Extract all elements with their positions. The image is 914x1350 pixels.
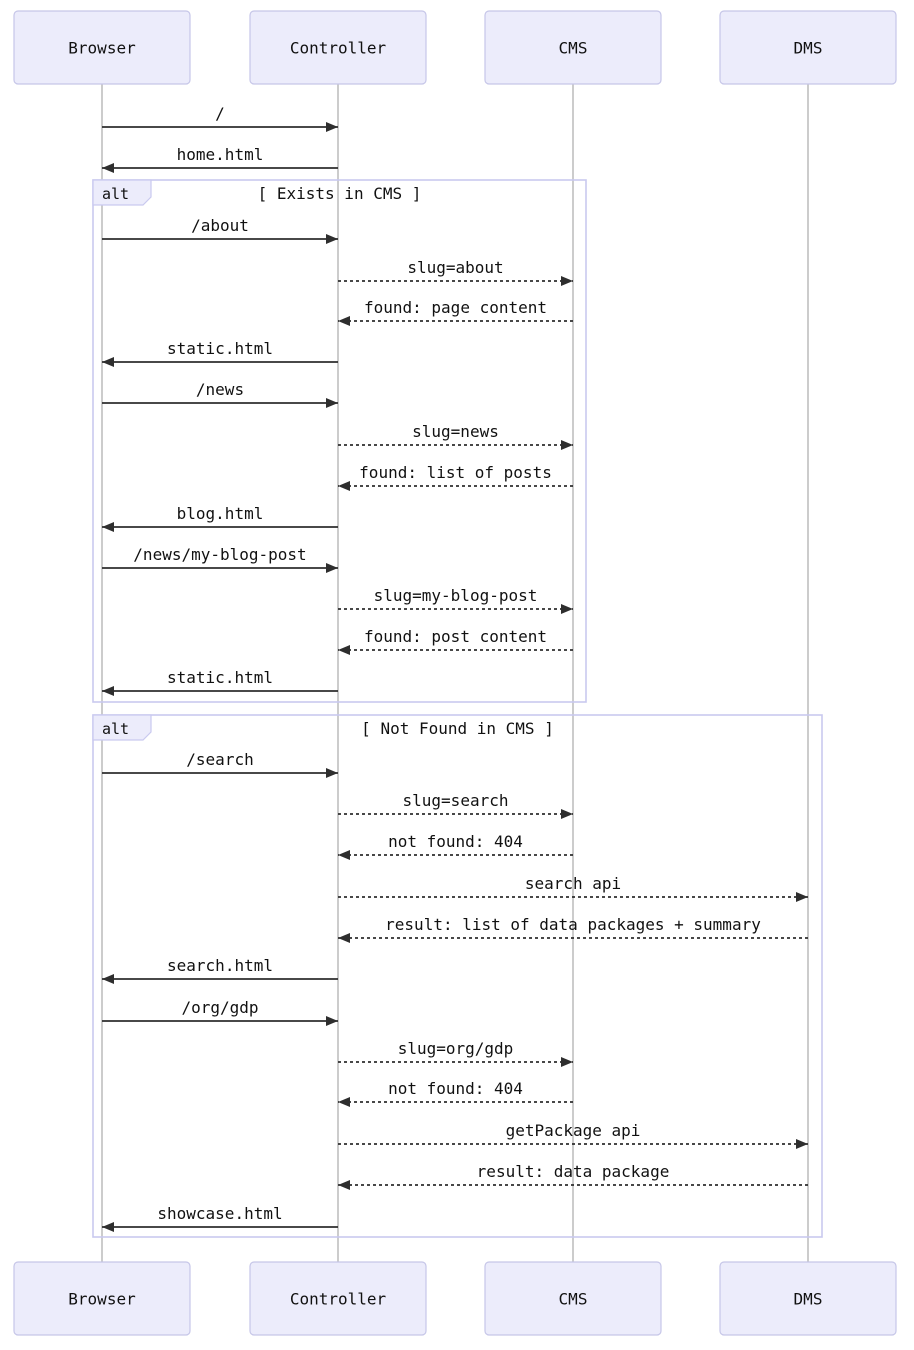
- alt-frame-condition: [ Exists in CMS ]: [258, 184, 422, 203]
- actor-top-box-dms: [719, 10, 897, 85]
- message-label: slug=news: [412, 422, 499, 441]
- message-label: search.html: [167, 956, 273, 975]
- actor-top-label-browser: Browser: [68, 39, 136, 58]
- actor-bottom-box-cms: [484, 1261, 662, 1336]
- alt-frame-condition: [ Not Found in CMS ]: [361, 719, 554, 738]
- message-label: found: list of posts: [359, 463, 552, 482]
- actor-bottom-box-controller: [249, 1261, 427, 1336]
- message-label: /news/my-blog-post: [133, 545, 306, 564]
- message-label: search api: [525, 874, 621, 893]
- actor-bottom-label-cms: CMS: [559, 1290, 588, 1309]
- actor-top-label-controller: Controller: [290, 39, 387, 58]
- message-label: home.html: [177, 145, 264, 164]
- message-label: slug=search: [403, 791, 509, 810]
- message-label: /about: [191, 216, 249, 235]
- alt-frame-label-tab: [92, 179, 152, 206]
- message-label: slug=my-blog-post: [374, 586, 538, 605]
- message-label: /search: [186, 750, 253, 769]
- message-label: found: post content: [364, 627, 547, 646]
- actor-bottom-box-browser: [13, 1261, 191, 1336]
- message-label: slug=about: [407, 258, 503, 277]
- alt-frame-label-tab: [92, 714, 152, 741]
- message-label: not found: 404: [388, 832, 523, 851]
- message-label: /: [215, 104, 225, 123]
- message-label: result: list of data packages + summary: [385, 915, 761, 934]
- actor-top-box-browser: [13, 10, 191, 85]
- actor-top-label-dms: DMS: [794, 39, 823, 58]
- actor-bottom-box-dms: [719, 1261, 897, 1336]
- message-label: /news: [196, 380, 244, 399]
- message-label: showcase.html: [157, 1204, 282, 1223]
- alt-frame: [92, 179, 587, 703]
- message-label: found: page content: [364, 298, 547, 317]
- actor-bottom-label-dms: DMS: [794, 1290, 823, 1309]
- message-label: static.html: [167, 339, 273, 358]
- alt-frame-label: alt: [102, 185, 129, 203]
- actor-top-box-controller: [249, 10, 427, 85]
- alt-frame-label: alt: [102, 720, 129, 738]
- message-label: getPackage api: [506, 1121, 641, 1140]
- actor-top-box-cms: [484, 10, 662, 85]
- actor-top-label-cms: CMS: [559, 39, 588, 58]
- message-label: blog.html: [177, 504, 264, 523]
- actor-bottom-label-controller: Controller: [290, 1290, 387, 1309]
- message-label: static.html: [167, 668, 273, 687]
- alt-frame: [92, 714, 823, 1238]
- message-label: result: data package: [477, 1162, 670, 1181]
- message-label: slug=org/gdp: [398, 1039, 514, 1058]
- message-label: not found: 404: [388, 1079, 523, 1098]
- message-label: /org/gdp: [181, 998, 258, 1017]
- actor-bottom-label-browser: Browser: [68, 1290, 136, 1309]
